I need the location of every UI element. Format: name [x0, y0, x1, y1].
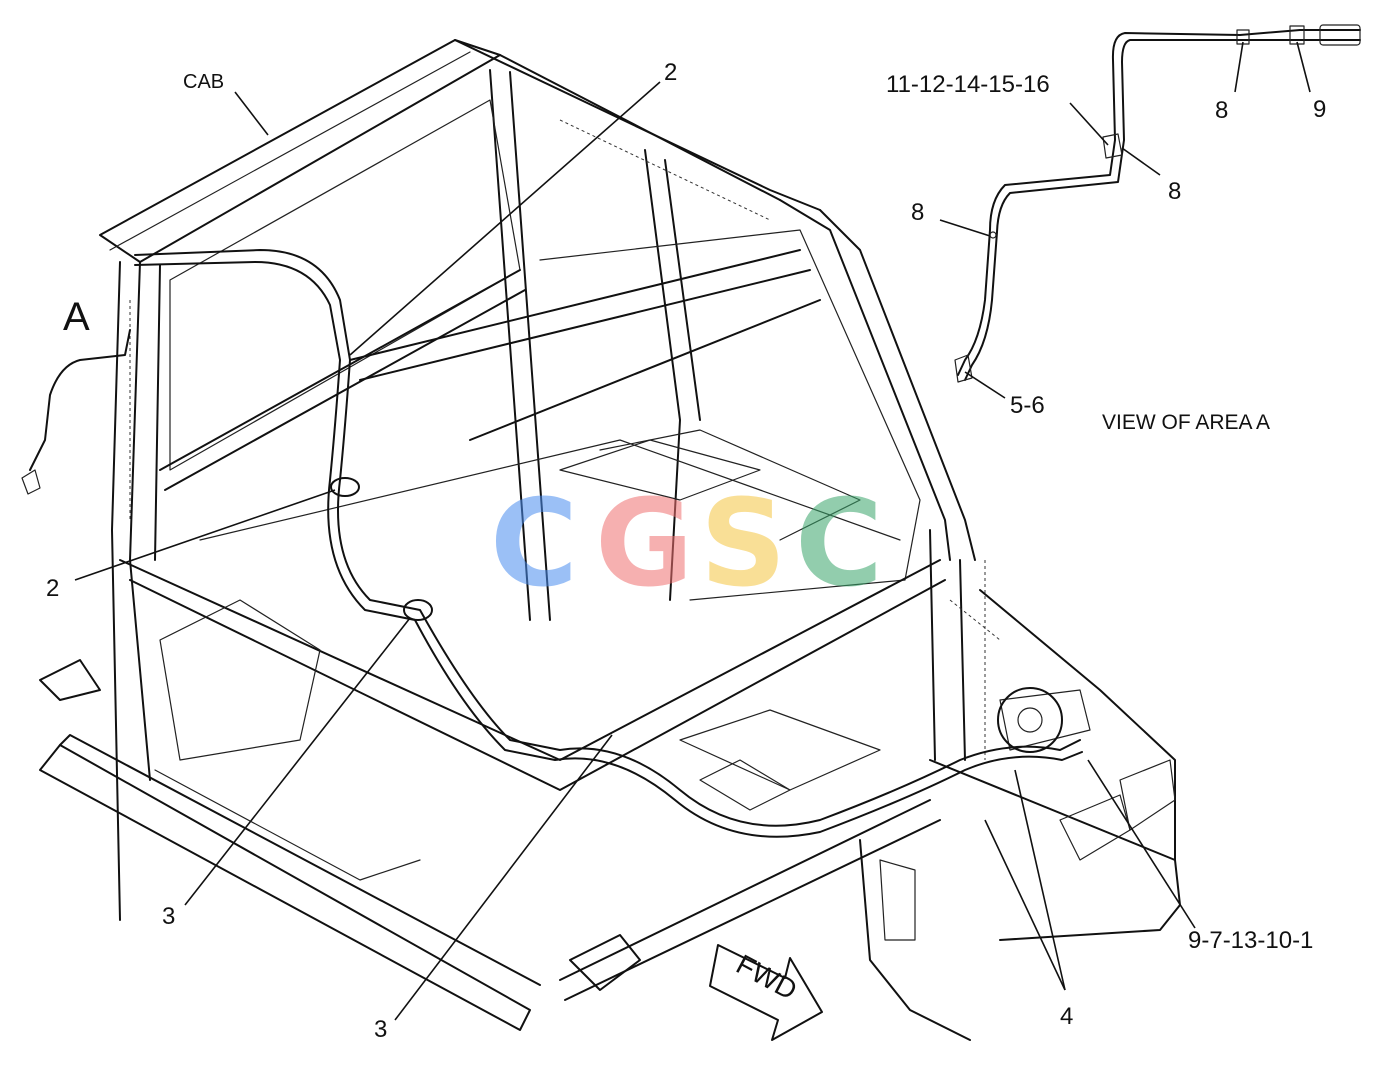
leader-8-left	[939, 219, 991, 237]
watermark-letter-c1: C	[490, 475, 578, 614]
label-callout-2-left: 2	[46, 575, 59, 602]
callout-labels: CAB A VIEW OF AREA A 2 2 3 3 4 9-7-13-10…	[46, 59, 1326, 1043]
label-callout-9-7-13-10-1: 9-7-13-10-1	[1188, 927, 1313, 954]
leader-9-7-13-10-1	[1087, 759, 1196, 929]
label-view-title: VIEW OF AREA A	[1102, 411, 1270, 434]
label-callout-3-bottom: 3	[374, 1016, 387, 1043]
forward-label: FWD	[731, 948, 802, 1005]
label-cab: CAB	[183, 71, 224, 93]
leader-2-left	[74, 489, 336, 581]
leader-8-top	[1234, 41, 1244, 93]
leader-3-bottom	[394, 734, 613, 1021]
label-callout-9-top: 9	[1313, 96, 1326, 123]
leader-4b	[984, 819, 1066, 991]
label-callout-8-mid: 8	[1168, 178, 1181, 205]
leader-11-12-14-15-16	[1069, 102, 1109, 146]
leader-2-top	[349, 81, 661, 356]
cab-frame	[39, 39, 1181, 1041]
leader-4a	[1014, 769, 1066, 991]
label-callout-8-top: 8	[1215, 97, 1228, 124]
label-callout-8-left: 8	[911, 199, 924, 226]
watermark-letter-g: G	[595, 475, 694, 614]
leader-5-6	[964, 371, 1006, 399]
label-callout-3-left: 3	[162, 903, 175, 930]
detail-view-area-a	[954, 24, 1361, 383]
label-callout-4: 4	[1060, 1003, 1073, 1030]
leader-cab	[234, 91, 269, 136]
leader-3-left	[184, 617, 411, 906]
label-callout-2-top: 2	[664, 59, 677, 86]
label-callout-11-12-14-15-16: 11-12-14-15-16	[886, 71, 1050, 98]
watermark-letter-c2: C	[795, 475, 883, 614]
label-area-marker: A	[63, 295, 90, 339]
wiring-harness	[21, 249, 1083, 838]
leader-9-top	[1296, 41, 1311, 93]
forward-arrow: FWD	[709, 944, 823, 1041]
label-callout-5-6: 5-6	[1010, 392, 1045, 419]
watermark: C G S C	[490, 475, 883, 614]
leader-8-mid	[1121, 147, 1161, 176]
callout-leaders	[74, 41, 1311, 1021]
watermark-letter-s: S	[700, 475, 786, 614]
